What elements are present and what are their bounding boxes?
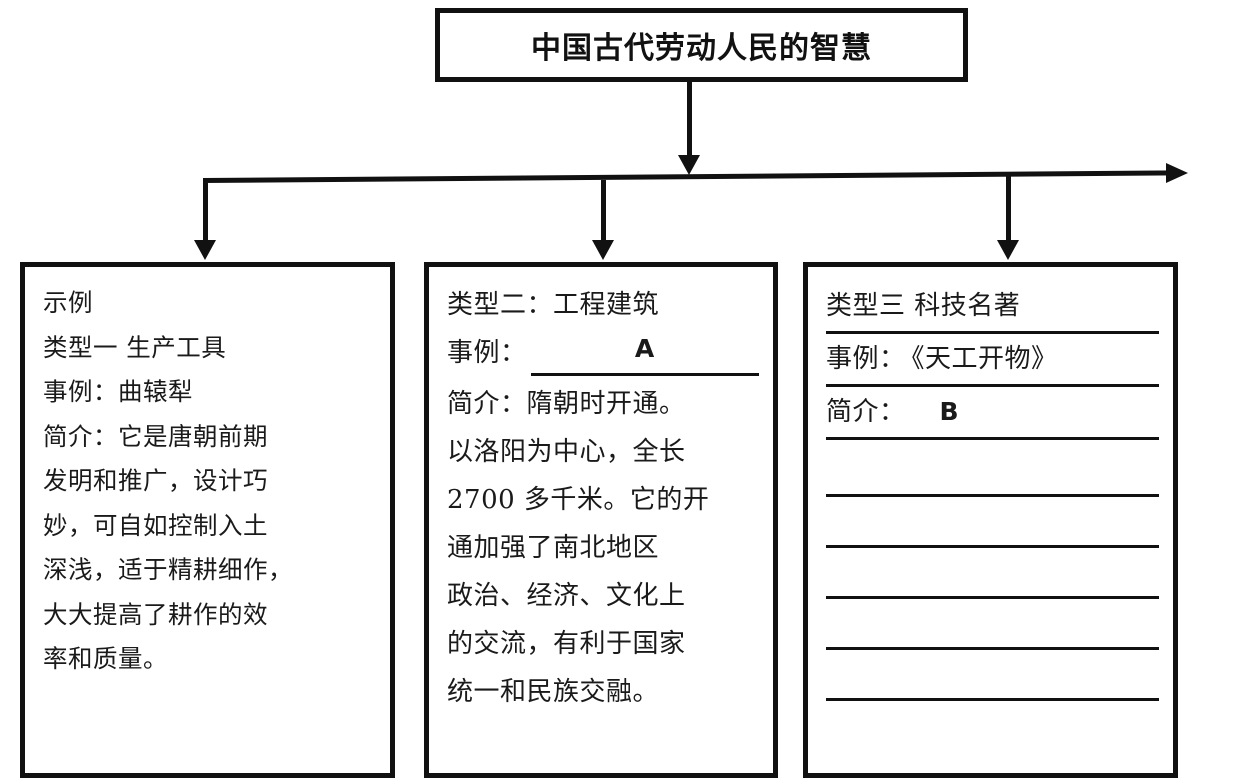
- card2-intro-line-3: 2700 多千米。它的开: [447, 485, 710, 515]
- arrowhead-branch-3: [997, 240, 1019, 260]
- card1-intro-line-6: 率和质量。: [43, 644, 168, 673]
- arrowhead-title-to-bus: [678, 155, 700, 175]
- connector-branch-1: [203, 183, 208, 243]
- connector-branch-3: [1006, 175, 1011, 243]
- card1-example-label: 示例: [43, 288, 93, 317]
- card1-intro-line-2: 发明和推广，设计巧: [43, 466, 268, 495]
- card1-intro-line-3: 妙，可自如控制入土: [43, 510, 268, 540]
- card3-answer-line-4[interactable]: [826, 599, 1159, 650]
- card2-intro-line-4: 通加强了南北地区: [447, 533, 660, 563]
- card2-intro-line-1: 简介：隋朝时开通。: [447, 389, 686, 419]
- arrowhead-branch-2: [592, 240, 614, 260]
- arrowhead-branch-1: [194, 240, 216, 260]
- card3-case-value: 《天工开物》: [911, 344, 1058, 374]
- card2-case-label: 事例：: [447, 338, 527, 368]
- card1-intro-line-4: 深浅，适于精耕细作，: [43, 555, 293, 584]
- card1-type-line: 类型一 生产工具: [43, 332, 227, 362]
- card2-intro-line-6: 的交流，有利于国家: [447, 629, 686, 659]
- card3-answer-line-1[interactable]: [826, 446, 1159, 497]
- card1-case-line: 事例：曲辕犁: [43, 377, 193, 406]
- diagram-title-box: 中国古代劳动人民的智慧: [435, 8, 968, 82]
- card2-case-blank[interactable]: A: [530, 325, 759, 376]
- card3-answer-line-2[interactable]: [826, 497, 1159, 548]
- type-card-example: 示例 类型一 生产工具 事例：曲辕犁 简介：它是唐朝前期 发明和推广，设计巧 妙…: [20, 262, 395, 778]
- card2-intro-line-5: 政治、经济、文化上: [447, 581, 686, 611]
- type-card-scitech: 类型三 科技名著 事例：《天工开物》 简介： B: [803, 262, 1178, 778]
- card3-answer-line-5[interactable]: [826, 650, 1159, 701]
- card2-type-line: 类型二：工程建筑: [447, 290, 660, 320]
- card2-intro-line-7: 统一和民族交融。: [447, 677, 660, 707]
- card3-intro-blank[interactable]: B: [939, 397, 960, 426]
- card3-intro-label: 简介：: [826, 397, 906, 427]
- card3-type-line: 类型三 科技名著: [826, 281, 1159, 334]
- arrowhead-bus-end: [1166, 163, 1188, 183]
- connector-branch-2: [601, 180, 606, 243]
- card3-case-label: 事例：: [826, 344, 906, 374]
- type-card-engineering: 类型二：工程建筑 事例： A 简介：隋朝时开通。 以洛阳为中心，全长 2700 …: [424, 262, 778, 778]
- card2-intro-line-2: 以洛阳为中心，全长: [447, 437, 686, 467]
- card3-answer-line-3[interactable]: [826, 548, 1159, 599]
- connector-title-stem: [687, 82, 692, 158]
- card3-case-row: 事例：《天工开物》: [826, 334, 1159, 387]
- card1-intro-line-1: 简介：它是唐朝前期: [43, 421, 268, 451]
- card3-intro-row: 简介： B: [826, 387, 1159, 440]
- card1-intro-line-5: 大大提高了耕作的效: [43, 599, 268, 629]
- card2-case-row: 事例： A: [447, 329, 759, 380]
- diagram-title: 中国古代劳动人民的智慧: [531, 31, 872, 66]
